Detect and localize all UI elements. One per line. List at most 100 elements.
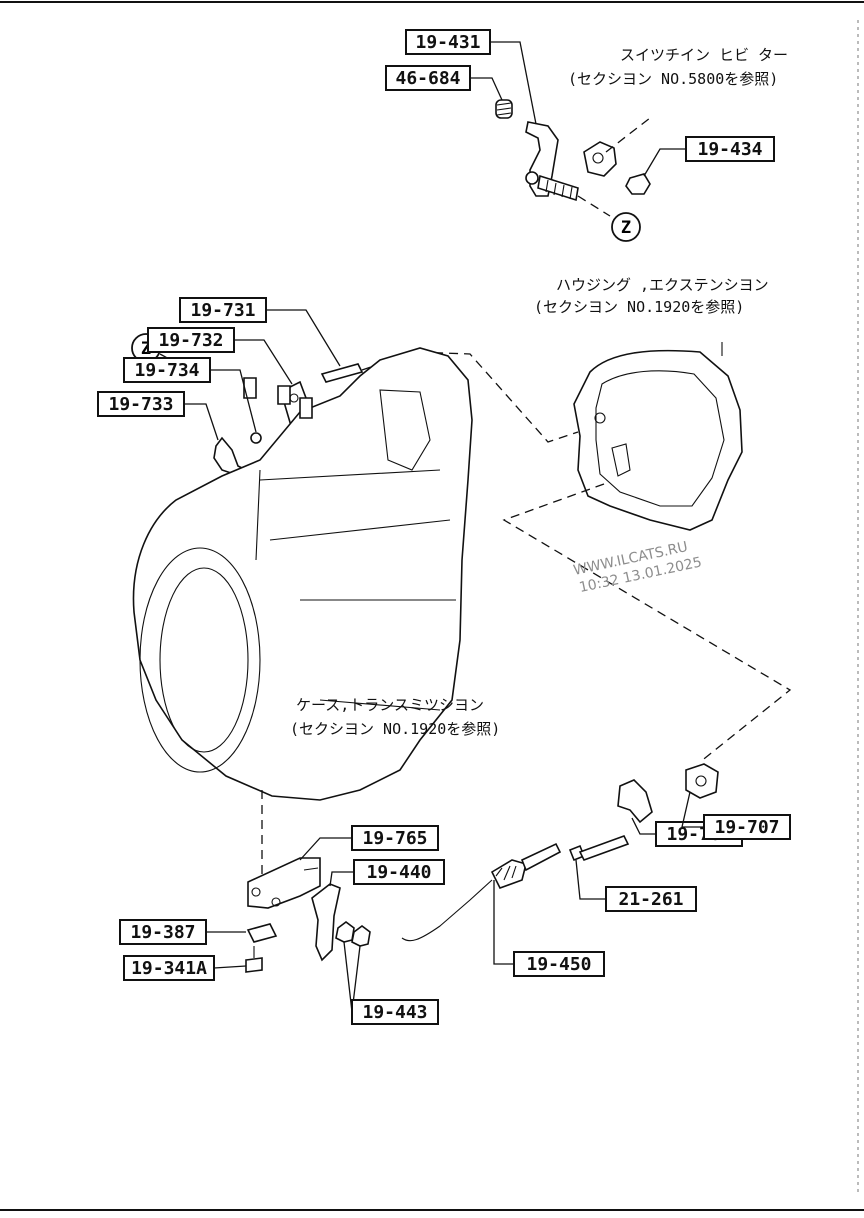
callout-leader bbox=[631, 817, 656, 835]
housing-inner bbox=[595, 370, 725, 507]
part-number-label: 19-341A bbox=[131, 958, 207, 979]
bracket-19-765-shape bbox=[247, 857, 321, 909]
bracket-19-440-shape bbox=[311, 883, 341, 962]
callout-19-450: 19-450 bbox=[493, 880, 605, 977]
part-number-label: 19-450 bbox=[526, 954, 591, 975]
transmission-case: Z bbox=[131, 333, 473, 902]
nut-19-443-a bbox=[335, 921, 355, 943]
part-number-label: 46-684 bbox=[395, 68, 460, 89]
dash-housing-to-plate bbox=[502, 483, 792, 763]
case-side-block bbox=[379, 389, 431, 471]
case-outline bbox=[132, 347, 473, 801]
plate-hole bbox=[695, 775, 707, 787]
callout-19-733: 19-733 bbox=[97, 391, 219, 441]
inhibitor-switch-shape bbox=[583, 141, 617, 177]
callout-19-734: 19-734 bbox=[123, 357, 257, 433]
callout-leader bbox=[234, 339, 293, 385]
note-housing-line1: ハウジング ,エクステンシヨン bbox=[556, 276, 769, 294]
washer-19-734-shape bbox=[250, 432, 262, 444]
z-marker-left: Z bbox=[141, 339, 151, 359]
bellhousing-face bbox=[139, 547, 261, 773]
note-switch-line1: スイツチイン ヒビ ター bbox=[620, 46, 788, 64]
plate-19-707-shape bbox=[685, 763, 719, 799]
callout-19-731: 19-731 bbox=[179, 297, 341, 367]
callout-19-434: 19-434 bbox=[643, 136, 775, 177]
case-boss-2 bbox=[277, 385, 291, 405]
note-switch-line2: (セクシヨン NO.5800を参照) bbox=[568, 70, 778, 88]
part-number-label: 19-387 bbox=[130, 922, 195, 943]
bolt-19-341A-head bbox=[245, 957, 263, 973]
cable-assembly bbox=[245, 483, 792, 973]
clamp-19-701-shape bbox=[617, 779, 653, 824]
notes: スイツチイン ヒビ ター (セクシヨン NO.5800を参照) ハウジング ,エ… bbox=[290, 46, 788, 738]
bracket-hole-1 bbox=[251, 887, 261, 897]
callout-leader bbox=[184, 403, 219, 441]
callout-leader bbox=[493, 880, 514, 965]
callout-19-707: 19-707 bbox=[681, 791, 791, 840]
nut-19-434-shape bbox=[625, 173, 651, 195]
part-number-box bbox=[147, 327, 235, 353]
callout-leader bbox=[266, 309, 341, 367]
callout-21-261: 21-261 bbox=[575, 859, 697, 912]
callout-19-431: 19-431 bbox=[405, 29, 537, 125]
callout-19-765: 19-765 bbox=[299, 825, 439, 861]
part-number-label: 21-261 bbox=[618, 889, 683, 910]
note-case-line1: ケース,トランスミツシヨン bbox=[296, 696, 484, 714]
watermark: WWW.ILCATS.RU 10:32 13.01.2025 bbox=[572, 539, 703, 596]
callout-leader bbox=[470, 77, 503, 101]
part-number-box bbox=[123, 357, 211, 383]
part-number-box bbox=[353, 859, 445, 885]
cable-19-450-line bbox=[401, 879, 493, 942]
callout-19-443: 19-443 bbox=[343, 941, 439, 1025]
switch-hole bbox=[592, 152, 604, 164]
part-number-box bbox=[179, 297, 267, 323]
z-marker-top: Z bbox=[621, 218, 631, 238]
callout-19-440: 19-440 bbox=[329, 859, 445, 887]
callout-leader bbox=[490, 41, 537, 125]
part-number-label: 19-732 bbox=[158, 330, 223, 351]
spring-coils bbox=[496, 102, 512, 116]
part-number-box bbox=[513, 951, 605, 977]
part-number-label: 19-733 bbox=[108, 394, 173, 415]
part-number-label: 19-765 bbox=[362, 828, 427, 849]
washer-19-387-shape bbox=[246, 923, 278, 943]
part-number-box bbox=[351, 825, 439, 851]
part-number-box bbox=[385, 65, 471, 91]
housing-extension bbox=[573, 342, 743, 531]
callout-leader bbox=[575, 859, 606, 900]
bolt-21-261-shank bbox=[578, 835, 630, 861]
nut-19-443-b bbox=[351, 925, 371, 947]
note-housing-line2: (セクシヨン NO.1920を参照) bbox=[534, 298, 744, 316]
callout-leader bbox=[329, 871, 354, 887]
part-number-box bbox=[97, 391, 185, 417]
callout-19-732: 19-732 bbox=[147, 327, 293, 385]
case-boss-3 bbox=[299, 397, 313, 419]
part-number-label: 19-731 bbox=[190, 300, 255, 321]
part-number-label: 19-734 bbox=[134, 360, 199, 381]
part-number-box bbox=[405, 29, 491, 55]
bracket-hole-2 bbox=[271, 897, 281, 907]
housing-slot bbox=[611, 443, 631, 477]
part-number-box bbox=[605, 886, 697, 912]
case-ribs bbox=[255, 469, 456, 711]
callout-leader bbox=[213, 965, 247, 969]
bracket-slot bbox=[303, 867, 319, 871]
dash-switch-to-note bbox=[605, 117, 651, 153]
cable-end bbox=[520, 842, 562, 872]
pin-19-731-shape bbox=[320, 363, 364, 383]
bellhousing-inner bbox=[159, 567, 249, 753]
housing-hole bbox=[594, 412, 606, 424]
switch-bracket-assembly: Z bbox=[495, 99, 651, 242]
part-number-label: 19-434 bbox=[697, 139, 762, 160]
callout-19-387: 19-387 bbox=[119, 919, 246, 945]
part-number-box bbox=[703, 814, 791, 840]
callout-19-341A: 19-341A bbox=[123, 955, 247, 981]
bolt-thread bbox=[545, 179, 573, 200]
callout-leader bbox=[681, 791, 704, 828]
bolt-head bbox=[525, 171, 539, 185]
housing-outline bbox=[573, 349, 743, 531]
part-number-box bbox=[119, 919, 207, 945]
note-case-line2: (セクシヨン NO.1920を参照) bbox=[290, 720, 500, 738]
